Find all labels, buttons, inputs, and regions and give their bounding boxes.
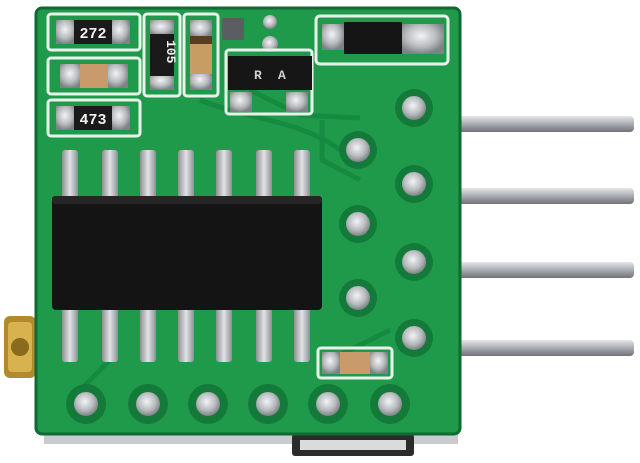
bottom-right-capacitor	[316, 346, 394, 380]
resistor-473-label: 473	[79, 112, 106, 129]
ic-top-legs	[62, 150, 310, 200]
ic-chip	[52, 196, 322, 310]
via-pad	[263, 15, 277, 29]
header-pin	[452, 262, 634, 278]
capacitor-vertical	[182, 12, 220, 98]
resistor-272-label: 272	[79, 26, 106, 43]
capacitor-top-left	[46, 56, 142, 96]
via-pad	[262, 36, 278, 52]
side-connector	[4, 316, 36, 378]
right-pads	[339, 89, 433, 357]
top-right-diode	[314, 14, 450, 66]
bottom-pads	[66, 384, 410, 424]
ic-bottom-legs	[62, 306, 310, 362]
resistor-473: 473	[46, 98, 142, 138]
header-pin	[452, 116, 634, 132]
resistor-272: 272	[46, 12, 142, 52]
sot23-transistor: R A	[224, 48, 314, 116]
resistor-105-label: 105	[163, 40, 178, 64]
bottom-component-lead	[300, 440, 406, 450]
header-pins	[452, 116, 634, 356]
transistor-label-2: A	[278, 68, 286, 83]
transistor-label-1: R	[254, 68, 262, 83]
small-chip	[222, 18, 244, 40]
header-pin	[452, 188, 634, 204]
header-pin	[452, 340, 634, 356]
resistor-105: 105	[142, 12, 182, 98]
